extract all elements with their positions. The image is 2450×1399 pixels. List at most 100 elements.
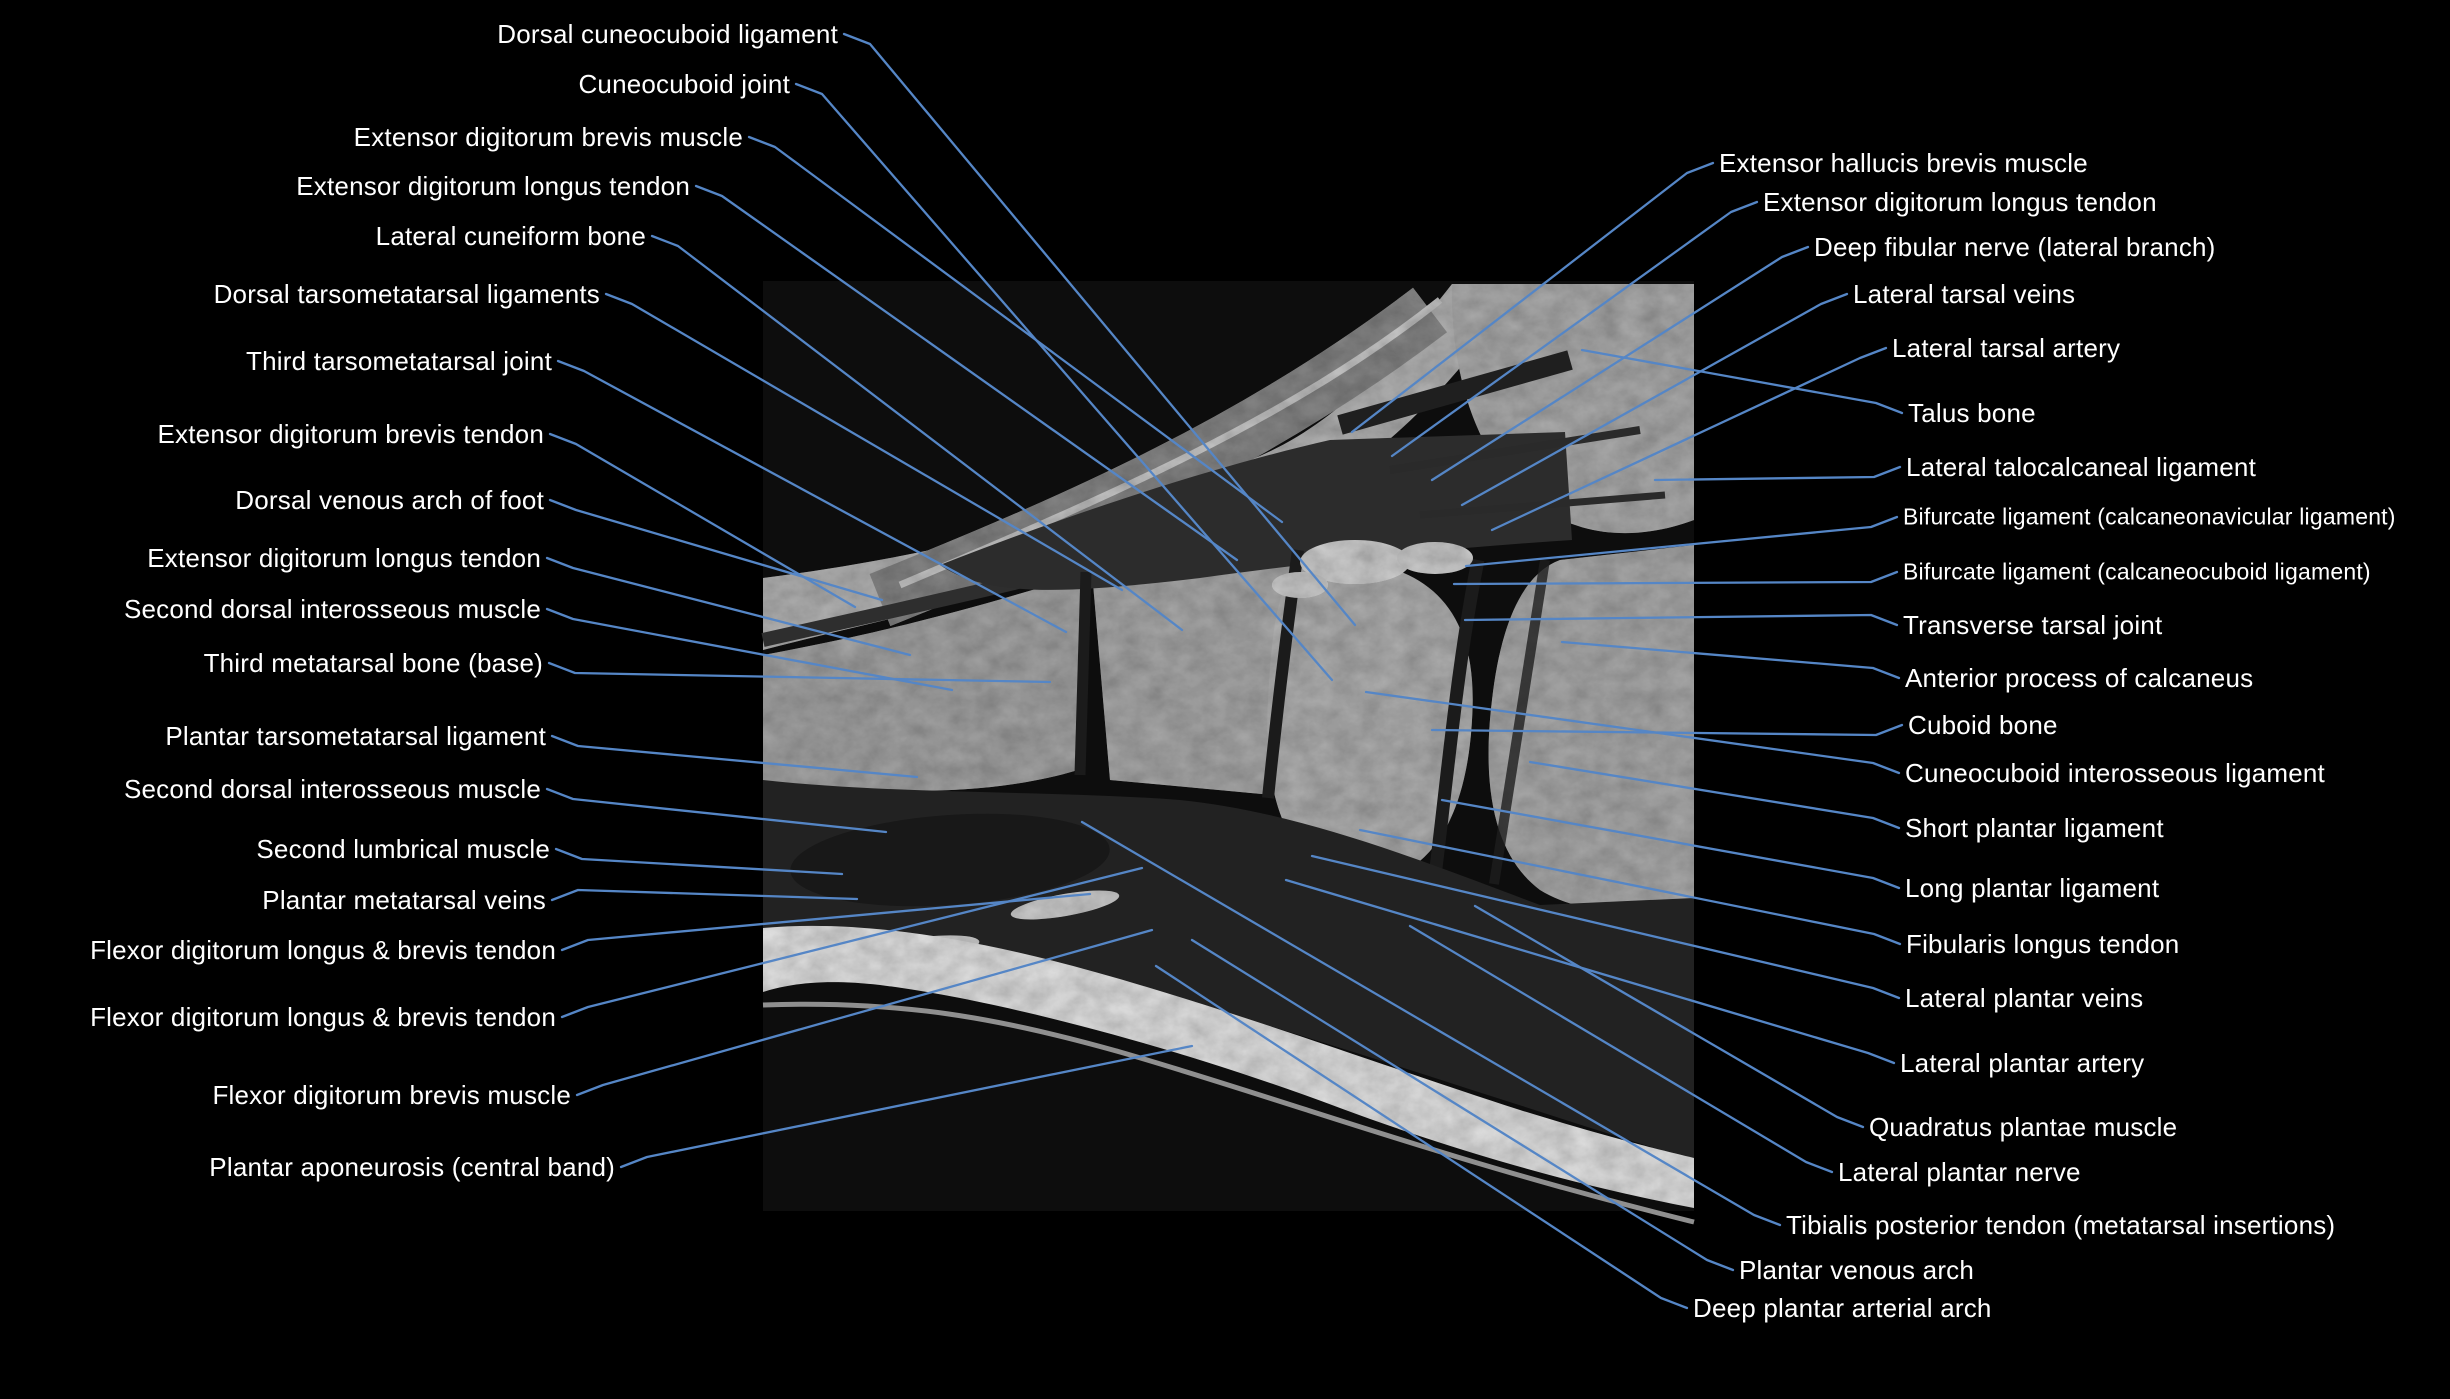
anatomy-label: Lateral cuneiform bone	[375, 221, 646, 251]
scan-bright-details	[763, 540, 1694, 1208]
leader-line	[1284, 878, 1896, 1065]
leader-line	[1430, 723, 1904, 737]
anatomy-label: Extensor digitorum longus tendon	[147, 543, 541, 573]
anatomy-label: Third metatarsal bone (base)	[203, 648, 543, 678]
leader-line	[560, 866, 1144, 1019]
anatomy-label: Bifurcate ligament (calcaneonavicular li…	[1903, 503, 2396, 530]
anatomy-label: Extensor digitorum longus tendon	[1763, 187, 2157, 217]
anatomy-label: Plantar metatarsal veins	[262, 885, 546, 915]
bifurcate-bright-cluster-1	[1300, 540, 1410, 584]
anatomy-label: Quadratus plantae muscle	[1869, 1112, 2178, 1142]
anatomy-label: Second lumbrical muscle	[256, 834, 550, 864]
leader-line	[1358, 828, 1902, 946]
leader-line	[1310, 854, 1901, 1000]
leader-line	[619, 1044, 1194, 1169]
leader-line	[1528, 760, 1901, 830]
anatomy-label: Cuboid bone	[1908, 710, 2058, 740]
anatomy-label: Second dorsal interosseous muscle	[123, 594, 541, 624]
leader-line	[1463, 613, 1899, 627]
leader-line	[747, 135, 1284, 524]
anatomy-label: Plantar tarsometatarsal ligament	[165, 721, 546, 751]
bifurcate-bright-cluster-2	[1397, 542, 1473, 574]
anatomy-label: Flexor digitorum longus & brevis tendon	[90, 935, 556, 965]
leader-line	[1080, 820, 1782, 1227]
leader-line	[1464, 515, 1899, 568]
leader-line	[1190, 938, 1735, 1272]
anatomy-label: Lateral plantar nerve	[1838, 1157, 2081, 1187]
leader-line	[545, 787, 888, 834]
anatomy-label: Extensor digitorum brevis tendon	[157, 419, 544, 449]
bifurcate-bright-cluster-3	[1272, 572, 1328, 598]
anatomy-label: Short plantar ligament	[1905, 813, 2164, 843]
leader-line	[694, 184, 1239, 562]
anatomy-label: Dorsal cuneocuboid ligament	[497, 19, 838, 49]
plantar-fat-pad	[763, 925, 1694, 1208]
anatomy-label: Extensor digitorum brevis muscle	[353, 122, 743, 152]
anatomy-label: Tibialis posterior tendon (metatarsal in…	[1786, 1210, 2336, 1240]
leader-line	[1452, 570, 1899, 586]
anatomy-label: Fibularis longus tendon	[1906, 929, 2180, 959]
leader-line	[1460, 292, 1849, 507]
leader-line	[575, 928, 1154, 1097]
leader-line	[545, 607, 954, 692]
calcaneocuboid-joint-line	[1489, 559, 1550, 885]
sole-skin-outline	[762, 1001, 1695, 1225]
anatomy-label: Dorsal tarsometatarsal ligaments	[213, 279, 600, 309]
leader-line	[547, 661, 1052, 684]
anatomy-label: Dorsal venous arch of foot	[235, 485, 544, 515]
sinus-tarsi-band	[1337, 350, 1573, 435]
leader-line	[560, 892, 1092, 952]
plantar-dark-core	[790, 813, 1110, 907]
anatomy-label: Cuneocuboid interosseous ligament	[1905, 758, 2325, 788]
leader-line	[650, 234, 1184, 632]
anatomy-label: Lateral plantar artery	[1900, 1048, 2145, 1078]
anatomy-label: Cuneocuboid joint	[578, 69, 790, 99]
anatomy-label: Long plantar ligament	[1905, 873, 2160, 903]
leader-line	[1408, 924, 1834, 1174]
anatomy-label: Lateral talocalcaneal ligament	[1906, 452, 2256, 482]
cuboid-bone-shape	[1267, 559, 1473, 882]
leader-line	[554, 847, 844, 876]
leader-line	[545, 556, 912, 657]
leader-line	[548, 498, 884, 602]
anatomy-label: Lateral plantar veins	[1905, 983, 2144, 1013]
anatomy-label: Flexor digitorum longus & brevis tendon	[90, 1002, 556, 1032]
anatomy-label: Talus bone	[1908, 398, 2036, 428]
leader-line	[1490, 346, 1888, 532]
calcaneus-bone	[1488, 545, 1694, 912]
ligament-streak-2	[1419, 491, 1666, 519]
leader-line	[1440, 798, 1901, 890]
leader-line	[1560, 640, 1901, 680]
leader-line	[1390, 200, 1759, 458]
third-tmt-joint-line	[1074, 571, 1092, 776]
leader-line	[1350, 161, 1715, 434]
leader-line	[1364, 690, 1901, 775]
leader-line	[1154, 964, 1689, 1310]
leader-line	[1430, 245, 1810, 482]
leader-line	[1580, 348, 1904, 415]
plantar-tendon-streak-2	[1010, 890, 1120, 920]
anatomy-label: Deep plantar arterial arch	[1693, 1293, 1992, 1323]
anatomy-label: Extensor digitorum longus tendon	[296, 171, 690, 201]
anatomy-label: Second dorsal interosseous muscle	[123, 774, 541, 804]
anatomy-label: Flexor digitorum brevis muscle	[212, 1080, 571, 1110]
leader-line	[550, 888, 859, 902]
anatomy-label: Lateral tarsal artery	[1892, 333, 2121, 363]
leader-line	[794, 82, 1334, 682]
anatomy-label: Anterior process of calcaneus	[1905, 663, 2254, 693]
transverse-tarsal-joint-line	[1429, 558, 1485, 869]
anatomy-label: Third tarsometatarsal joint	[246, 346, 552, 376]
leader-line	[548, 432, 857, 609]
leader-lines	[545, 32, 1904, 1310]
anatomy-label: Bifurcate ligament (calcaneocuboid ligam…	[1903, 558, 2371, 585]
leader-line	[842, 32, 1357, 627]
anatomy-label: Plantar venous arch	[1739, 1255, 1975, 1285]
leader-line	[550, 734, 919, 779]
anatomy-label: Transverse tarsal joint	[1903, 610, 2163, 640]
anatomy-label: Lateral tarsal veins	[1853, 279, 2076, 309]
anatomy-label: Extensor hallucis brevis muscle	[1719, 148, 2088, 178]
anatomy-label: Deep fibular nerve (lateral branch)	[1814, 232, 2216, 262]
ligament-streak-1	[1389, 426, 1641, 474]
